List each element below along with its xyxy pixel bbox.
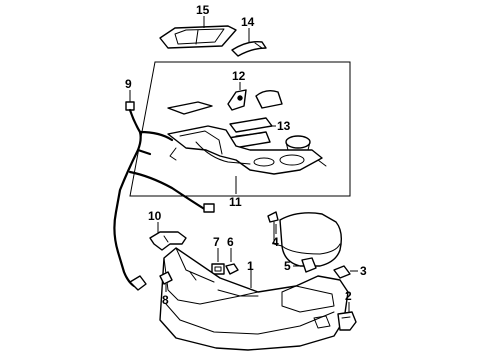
callout-1: 1 <box>247 259 254 273</box>
callout-11: 11 <box>229 195 242 209</box>
part-7-switch: 7 <box>211 235 225 275</box>
part-1-console-body: 1 <box>159 247 349 351</box>
part-15-tray: 15 <box>159 3 237 49</box>
part-4-armrest: 4 <box>267 211 343 267</box>
part-8-clip: 8 <box>159 271 173 307</box>
part-5-button: 5 <box>284 257 317 273</box>
callout-6: 6 <box>227 235 234 249</box>
callout-5: 5 <box>284 259 291 273</box>
part-6-knob: 6 <box>225 235 239 275</box>
callout-7: 7 <box>213 235 220 249</box>
callout-3: 3 <box>360 264 367 278</box>
callout-10: 10 <box>148 209 162 223</box>
callout-4: 4 <box>272 235 279 249</box>
part-14-latch: 14 <box>231 15 267 57</box>
callout-12: 12 <box>232 69 246 83</box>
part-12-inserts: 12 <box>167 69 283 115</box>
callout-2: 2 <box>345 289 352 303</box>
callout-14: 14 <box>241 15 255 29</box>
callout-15: 15 <box>196 3 210 17</box>
callout-13: 13 <box>277 119 291 133</box>
part-10-bracket: 10 <box>148 209 187 251</box>
part-11-console-plate: 11 <box>167 125 327 209</box>
part-3-bracket: 3 <box>333 264 367 279</box>
part-9-harness: 9 <box>113 77 215 291</box>
callout-9: 9 <box>125 77 132 91</box>
callout-8: 8 <box>162 293 169 307</box>
part-2-rear-cover: 2 <box>337 289 357 331</box>
